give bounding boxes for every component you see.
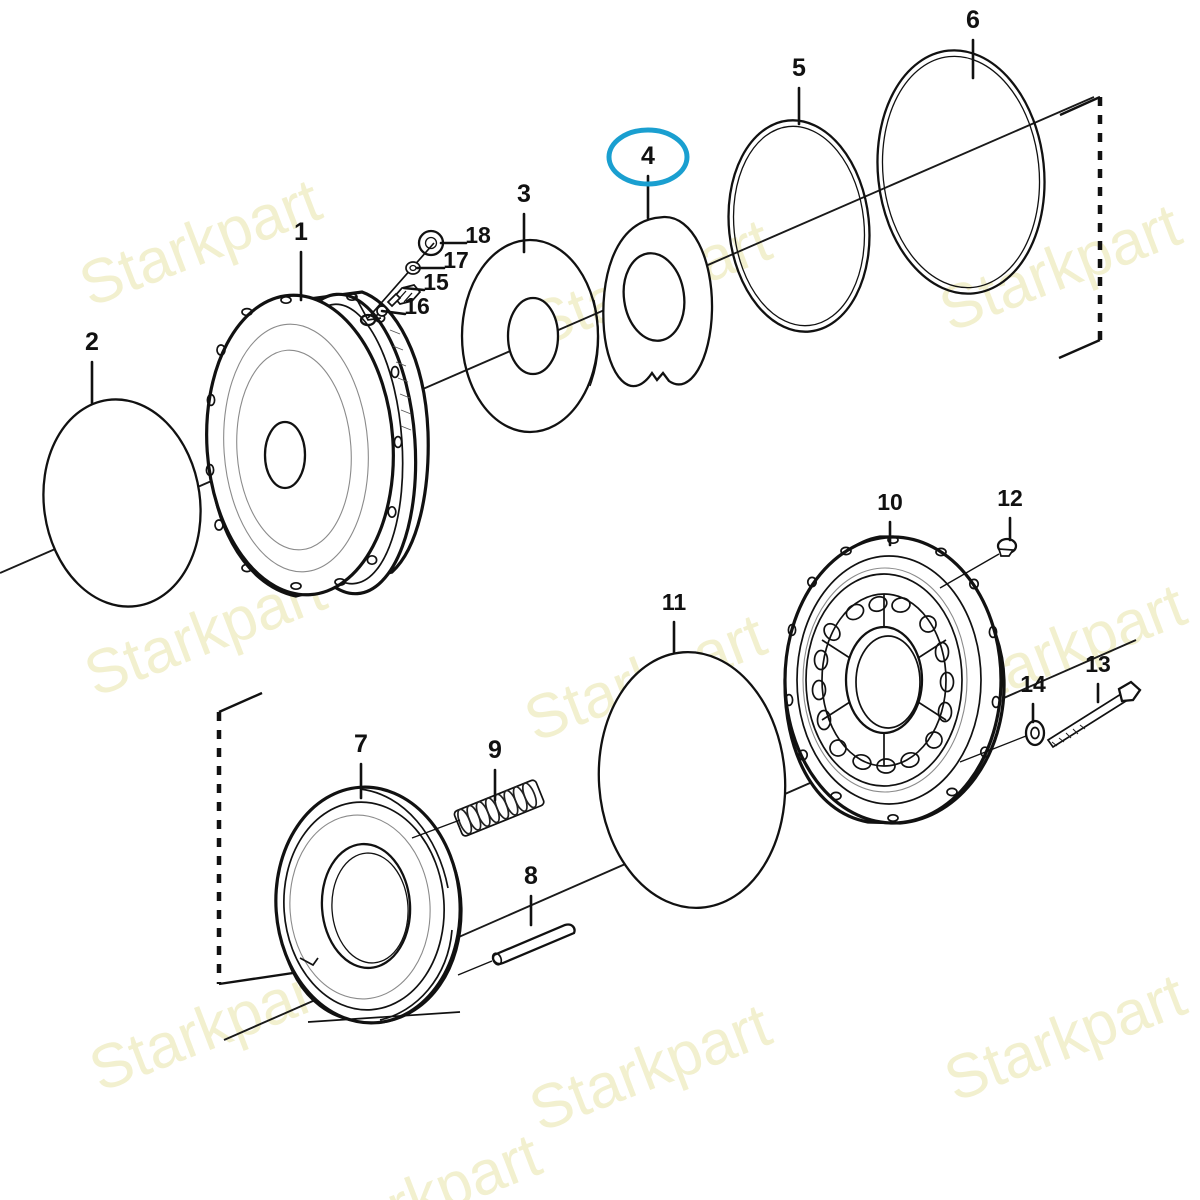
callout-15-number: 15 (423, 269, 449, 295)
drum-band-upper (359, 788, 449, 889)
o-ring-6-outer (876, 49, 1046, 295)
callout-14-number: 14 (1020, 671, 1046, 697)
gasket-ring-outline (597, 650, 787, 910)
part-3-friction-disc (460, 238, 600, 434)
callout-12-number: 12 (997, 485, 1023, 511)
drum-ring-2 (289, 814, 431, 1000)
callout-2-number: 2 (85, 328, 99, 356)
fitting-axis (367, 242, 435, 319)
callout-17[interactable]: 17 (415, 247, 469, 273)
hex-bolt-thread (1051, 724, 1086, 747)
drum-bore (320, 842, 412, 970)
callout-6[interactable]: 6 (966, 6, 980, 80)
housing-center-bore (263, 420, 307, 490)
part-1-housing-cover (205, 290, 430, 598)
housing-face-ring-1 (223, 323, 369, 573)
housing-fitting-boss (354, 295, 382, 321)
callout-7-number: 7 (354, 730, 368, 758)
part-7-drum-hub (274, 785, 463, 1025)
plug-screw-shank (997, 548, 1015, 557)
part-10-bearing-carrier (783, 535, 1006, 825)
dowel-pin-end (491, 952, 503, 966)
callout-10[interactable]: 10 (877, 489, 903, 547)
coil-spring-body (453, 779, 545, 837)
housing-face-ring-2 (236, 349, 352, 551)
callout-9[interactable]: 9 (488, 736, 502, 802)
callout-17-number: 17 (443, 247, 469, 273)
plug-screw-leader (939, 553, 1000, 589)
callout-1[interactable]: 1 (294, 218, 308, 302)
callout-9-number: 9 (488, 736, 502, 764)
callout-2[interactable]: 2 (85, 328, 99, 405)
part-5-o-ring (727, 119, 871, 333)
callout-3[interactable]: 3 (517, 180, 531, 254)
callout-12[interactable]: 12 (997, 485, 1023, 542)
callout-3-number: 3 (517, 180, 531, 208)
flat-washer-body (1024, 719, 1046, 747)
part-4-notched-plate (602, 215, 714, 388)
callout-14[interactable]: 14 (1020, 671, 1046, 724)
notched-plate-bore (622, 252, 686, 342)
callout-15-leader (402, 286, 426, 292)
callout-15[interactable]: 15 (402, 269, 449, 295)
callout-16[interactable]: 16 (380, 293, 430, 319)
bracket-upper-right-bottom (1058, 338, 1101, 360)
callout-16-leader (380, 309, 407, 316)
o-ring-5-outer (727, 119, 871, 333)
callout-5-number: 5 (792, 54, 806, 82)
callout-13-number: 13 (1085, 651, 1111, 677)
carrier-bolt-holes (784, 535, 1001, 823)
part-8-dowel-pin (457, 923, 576, 976)
callout-4-number: 4 (641, 142, 655, 170)
grease-nipple-cap-18 (417, 229, 445, 257)
carrier-rim-inner-1 (796, 555, 982, 805)
bracket-lower-left-top (218, 691, 263, 714)
callout-11-number: 11 (662, 589, 687, 615)
flat-washer-leader (959, 735, 1027, 763)
callout-10-number: 10 (877, 489, 903, 515)
callout-7[interactable]: 7 (354, 730, 368, 800)
dowel-pin-leader (457, 960, 493, 976)
drum-notch (299, 957, 319, 967)
callout-8-number: 8 (524, 862, 538, 890)
housing-fitting-hole (359, 313, 377, 327)
callout-16-number: 16 (404, 293, 430, 319)
bracket-upper-right-top (1059, 95, 1101, 117)
housing-rim-shading (389, 329, 412, 431)
callout-4[interactable]: 4 (641, 142, 655, 220)
flat-washer-hole (1030, 726, 1040, 740)
part-2-seal-ring (42, 398, 202, 608)
callout-13[interactable]: 13 (1085, 651, 1111, 704)
callout-1-number: 1 (294, 218, 308, 246)
carrier-rim-inner-2 (802, 567, 968, 793)
dowel-pin-body (492, 923, 576, 965)
drum-ring-1 (283, 801, 445, 1011)
seal-ring-outline (42, 398, 202, 608)
o-ring-6-inner (881, 55, 1041, 289)
carrier-web (805, 573, 963, 787)
friction-disc-edge (589, 299, 600, 387)
drum-bore-inner (331, 852, 409, 964)
callout-11[interactable]: 11 (662, 589, 687, 654)
highlight-ring-callout-4[interactable] (606, 127, 690, 187)
hex-bolt-head (1117, 680, 1142, 703)
part-14-flat-washer (959, 719, 1046, 763)
callout-6-number: 6 (966, 6, 980, 34)
friction-disc-bore (506, 296, 560, 376)
callout-8[interactable]: 8 (524, 862, 538, 927)
drum-leader (307, 1011, 461, 1023)
coil-spring-leader (411, 819, 461, 839)
part-12-plug-screw (939, 537, 1018, 589)
o-ring-5-inner (732, 125, 866, 327)
callout-18-number: 18 (465, 222, 491, 248)
part-13-hex-bolt (1046, 680, 1142, 749)
part-6-o-ring (876, 49, 1046, 295)
part-11-gasket-ring (597, 650, 787, 910)
callout-18[interactable]: 18 (439, 222, 491, 248)
callout-5[interactable]: 5 (792, 54, 806, 126)
housing-bolt-holes (205, 292, 403, 591)
